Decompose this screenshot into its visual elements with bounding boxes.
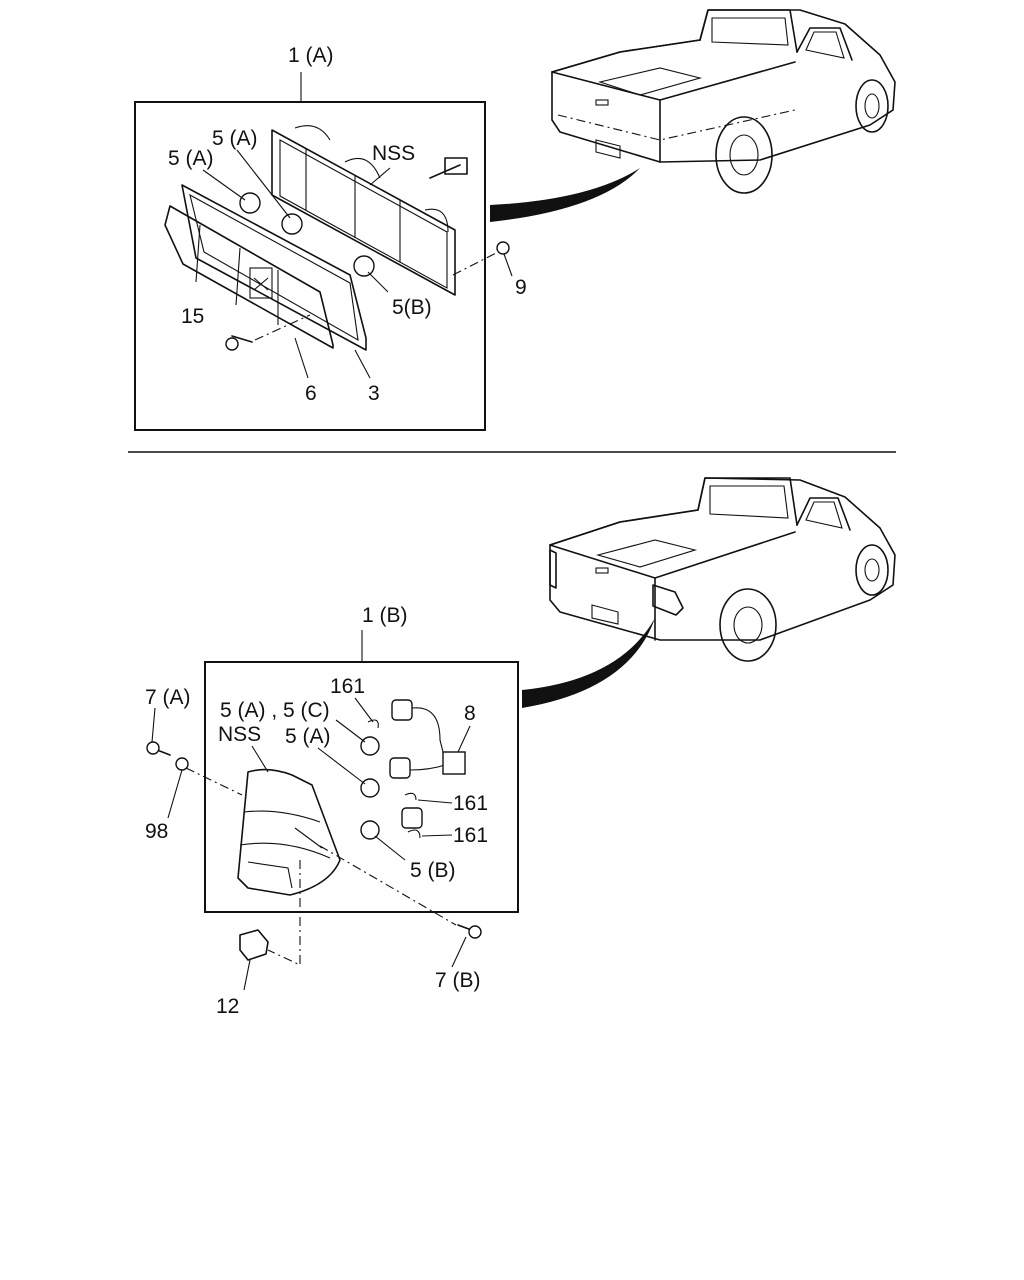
- callout-screw: 15: [181, 305, 204, 328]
- bulb-icon: [281, 213, 303, 235]
- assembly-label-top: 1 (A): [288, 44, 334, 67]
- socket-icon: [389, 757, 411, 779]
- truck-illustration-bottom: [549, 477, 896, 662]
- callout-connector: 8: [464, 702, 476, 725]
- bulb-icon: [360, 736, 380, 756]
- connector-icon: [442, 751, 466, 775]
- clip-icon: [407, 829, 421, 839]
- bulb-icon: [239, 192, 261, 214]
- bottom-section: 1 (B): [145, 477, 896, 1018]
- bulb-icon: [353, 255, 375, 277]
- bolt-icon: [457, 924, 482, 939]
- callout-clip-low: 161: [453, 824, 488, 847]
- callout-bolt-a: 7 (A): [145, 686, 191, 709]
- callout-bulb-a-bottom: 5 (A): [285, 725, 331, 748]
- nut-clip-icon: [239, 929, 269, 961]
- callout-nss-top: NSS: [372, 142, 415, 165]
- socket-icon: [391, 699, 413, 721]
- lens-top: [164, 205, 334, 349]
- callout-nut: 9: [515, 276, 527, 299]
- callout-bulb-a-upper: 5 (A): [212, 127, 258, 150]
- nut-icon: [496, 241, 510, 255]
- socket-icon: [401, 807, 423, 829]
- truck-illustration-top: [551, 9, 896, 194]
- callout-bulb-a-left: 5 (A): [168, 147, 214, 170]
- lens-bottom: [237, 768, 341, 896]
- top-section: 1 (A): [134, 9, 896, 431]
- callout-lens: 6: [305, 382, 317, 405]
- callout-bulb-ac: 5 (A) , 5 (C): [220, 699, 330, 722]
- pointer-swoosh-bottom: [522, 618, 655, 708]
- assembly-frame-top: [134, 101, 486, 431]
- bolt-icon: [146, 741, 171, 756]
- clip-icon: [404, 792, 417, 801]
- callout-clip-mid: 161: [453, 792, 488, 815]
- bulb-icon: [360, 820, 380, 840]
- callout-nss-bottom: NSS: [218, 723, 261, 746]
- housing-top: [271, 125, 468, 296]
- callout-bulb-b-top: 5(B): [392, 296, 432, 319]
- bulb-icon: [360, 778, 380, 798]
- pointer-swoosh-top: [490, 168, 640, 222]
- callout-nut-clip: 12: [216, 995, 239, 1018]
- screw-icon: [225, 335, 253, 351]
- callout-clip-top: 161: [330, 675, 365, 698]
- assembly-label-bottom: 1 (B): [362, 604, 408, 627]
- gasket-top: [181, 184, 367, 351]
- callout-gasket: 3: [368, 382, 380, 405]
- callout-bulb-b-bottom: 5 (B): [410, 859, 456, 882]
- clip-icon: [367, 719, 379, 729]
- callout-washer: 98: [145, 820, 168, 843]
- callout-bolt-b: 7 (B): [435, 969, 481, 992]
